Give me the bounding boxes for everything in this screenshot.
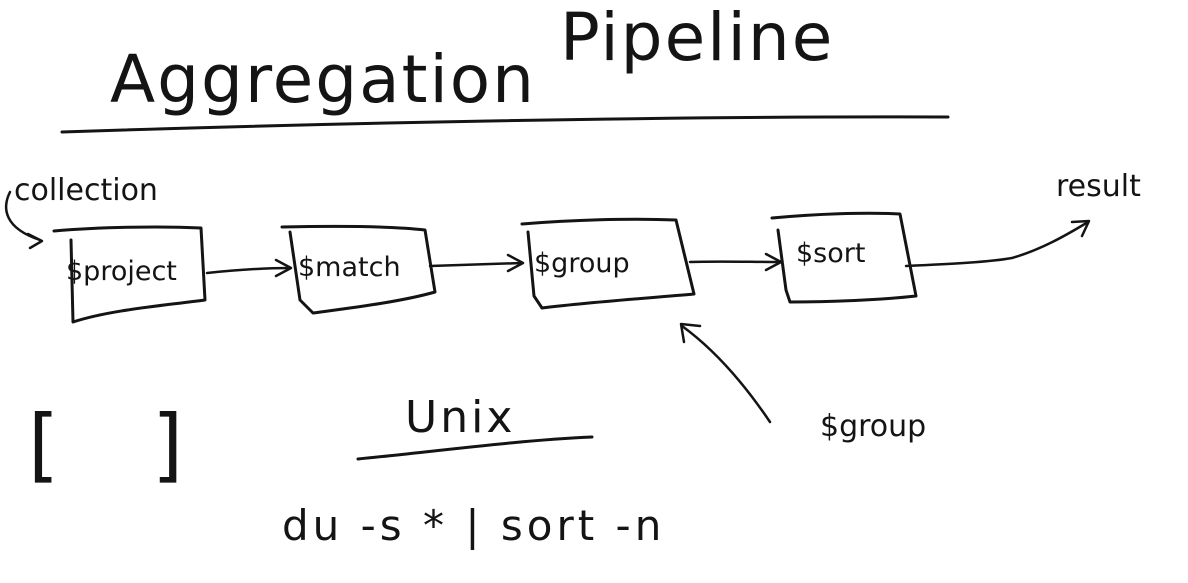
stage-project-label: $project: [66, 256, 177, 287]
result-arrow-head: [1070, 219, 1091, 238]
unix-heading: Unix: [405, 392, 515, 443]
title-underline: [60, 115, 950, 134]
stage-project-box: [52, 225, 207, 324]
pipe-arrow-1: [205, 266, 292, 275]
stage-group-box: [520, 217, 696, 310]
callout-group-label: $group: [820, 409, 926, 444]
title-pipeline: Pipeline: [560, 0, 834, 76]
stage-match: $match: [280, 224, 437, 315]
stage-sort: $sort: [770, 211, 918, 304]
unix-command: du -s * | sort -n: [282, 501, 665, 550]
array-close-bracket: ]: [152, 398, 183, 491]
stage-match-label: $match: [298, 252, 401, 283]
stage-project: $project: [52, 225, 207, 324]
callout-arrow: [680, 324, 772, 424]
array-open-bracket: [: [28, 398, 59, 491]
title-aggregation: Aggregation: [110, 41, 536, 118]
pipe-arrow-1-head: [274, 258, 293, 278]
result-label: result: [1056, 169, 1141, 204]
stage-group: $group: [520, 217, 696, 310]
unix-underline: [356, 435, 594, 461]
stage-sort-label: $sort: [796, 238, 865, 269]
stage-sort-box: [770, 211, 918, 304]
stage-match-box: [280, 224, 437, 315]
pipe-arrow-2: [428, 261, 524, 268]
callout-arrow-head: [679, 322, 702, 344]
pipe-arrow-2-head: [506, 253, 525, 273]
stage-group-label: $group: [534, 248, 630, 279]
collection-label: collection: [14, 173, 158, 208]
collection-arrow-head: [26, 232, 44, 250]
result-arrow: [904, 220, 1090, 268]
